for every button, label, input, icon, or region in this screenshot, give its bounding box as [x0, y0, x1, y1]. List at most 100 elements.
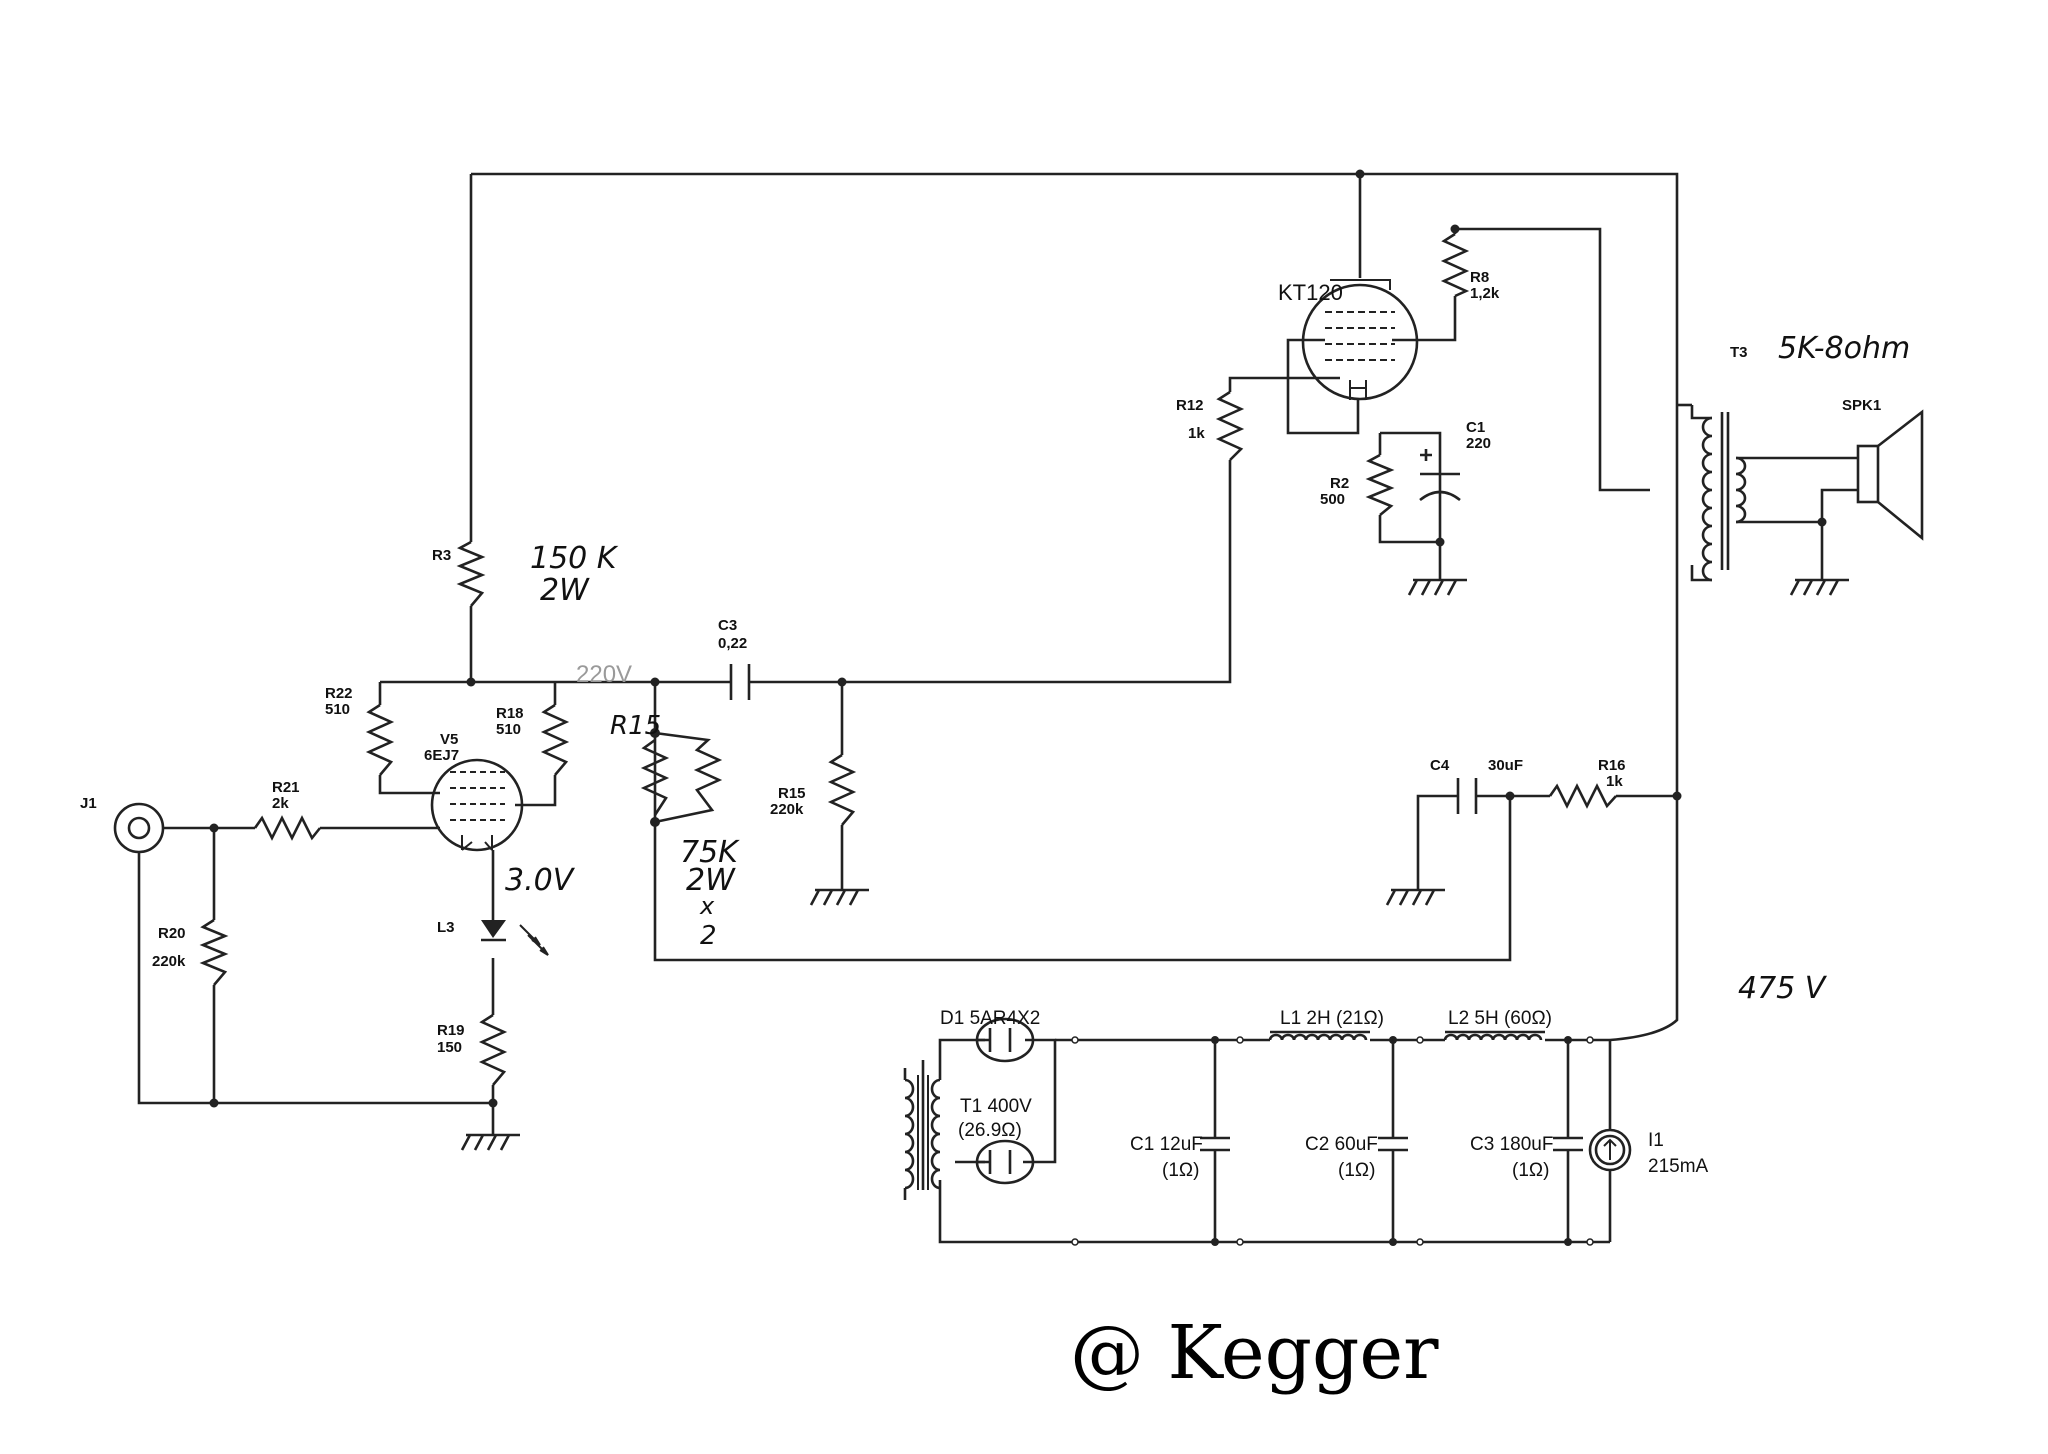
- secondary-wire: [1736, 456, 1858, 580]
- psu-i1-value: 215mA: [1648, 1156, 1709, 1177]
- op-primary-top: [1455, 227, 1650, 492]
- top-rail: [471, 172, 1679, 558]
- ground-speaker: [1789, 578, 1849, 596]
- r2-resistor: [1365, 453, 1395, 517]
- c3-to-grid: [749, 486, 1232, 684]
- ground-r15b: [809, 888, 869, 906]
- kt120-label: KT120: [1278, 280, 1343, 305]
- r15a2-resistor: [654, 731, 723, 824]
- j1-ground: [137, 852, 493, 1105]
- t1-secondary: [930, 1078, 941, 1190]
- r15b-value: 220k: [770, 801, 804, 818]
- t3-label: T3: [1730, 344, 1748, 361]
- l1-coil: [1268, 1030, 1370, 1041]
- r19-resistor: [478, 1013, 508, 1086]
- t1-wire: [921, 1038, 985, 1244]
- c4-value: 30uF: [1488, 757, 1523, 774]
- screen-wire: [1392, 229, 1457, 342]
- r18-resistor: [540, 703, 570, 776]
- r15-mult-n-hand: 2: [700, 921, 717, 951]
- rect-wire: [1023, 1038, 1057, 1164]
- t1-primary: [904, 1078, 915, 1190]
- c3-name: C3: [718, 617, 737, 634]
- l1-label: L1 2H (21Ω): [1280, 1008, 1384, 1029]
- cathode-out: [1286, 338, 1360, 435]
- ground-c4: [1385, 888, 1445, 906]
- r2-value: 500: [1320, 491, 1345, 508]
- v5-value: 6EJ7: [424, 747, 459, 764]
- v5-tube: [430, 758, 524, 852]
- psu-i1-name: I1: [1648, 1130, 1664, 1151]
- c1-value: 220: [1466, 435, 1491, 452]
- r3-value-hand: 150 K: [530, 541, 619, 576]
- r8-resistor: [1440, 232, 1470, 298]
- j1-label: J1: [80, 795, 97, 812]
- psu-c1: [1200, 1040, 1230, 1242]
- cathode-voltage-hand: 3.0V: [505, 863, 576, 898]
- d1-diodes: [975, 1017, 1035, 1185]
- c1-name: C1: [1466, 419, 1485, 436]
- c4-name: C4: [1430, 757, 1450, 774]
- r12-resistor: [1215, 390, 1245, 461]
- r15-mult-x-hand: x: [699, 892, 715, 920]
- r15-power-hand: 2W: [686, 863, 736, 898]
- r18-name: R18: [496, 705, 524, 722]
- kt120-tube: [1301, 279, 1419, 401]
- output-transformer: [1677, 403, 1747, 582]
- watermark: @ Kegger: [1070, 1310, 1439, 1396]
- r21-name: R21: [272, 779, 300, 796]
- r12-value: 1k: [1188, 425, 1205, 442]
- r3-power-hand: 2W: [540, 573, 590, 608]
- t1-res: (26.9Ω): [958, 1120, 1022, 1141]
- c3-capacitor: [729, 664, 751, 700]
- r20-value: 220k: [152, 953, 186, 970]
- c1-capacitor-curve: [1419, 490, 1461, 502]
- r8-name: R8: [1470, 269, 1489, 286]
- led-l3: [481, 920, 549, 956]
- primary-coil: [1701, 416, 1713, 582]
- r15b-resistor: [827, 753, 857, 826]
- r12-wire: [1228, 376, 1340, 486]
- r22-value: 510: [325, 701, 350, 718]
- r15-label-hand: R15: [610, 711, 661, 741]
- r16-name: R16: [1598, 757, 1626, 774]
- grounds: [460, 578, 1849, 1151]
- spk1-label: SPK1: [1842, 397, 1881, 414]
- r18-wire: [515, 682, 557, 807]
- junctions: [209, 169, 1827, 1108]
- psu-c2: [1378, 1040, 1408, 1242]
- r22-name: R22: [325, 685, 353, 702]
- wires: [137, 172, 1858, 1135]
- ground-output: [1407, 578, 1467, 596]
- plate-voltage: 220V: [576, 661, 632, 688]
- r16-resistor: [1548, 783, 1617, 809]
- r15a-resistor: [640, 738, 670, 816]
- r22-wire: [378, 682, 440, 795]
- d1-label: D1 5AR4X2: [940, 1008, 1040, 1029]
- labels: J1 R21 2k R20 220k R22 510 R18 510 V5 6E…: [80, 269, 1910, 1396]
- psu-c3-name: C3 180uF: [1470, 1134, 1553, 1155]
- c1-plus: [1420, 449, 1432, 461]
- capacitors: [729, 449, 1478, 814]
- psu-c3-esr: (1Ω): [1512, 1160, 1549, 1181]
- t1-name: T1 400V: [960, 1096, 1032, 1117]
- transformer-hand: 5K-8ohm: [1778, 331, 1910, 366]
- r12-name: R12: [1176, 397, 1204, 414]
- r2-name: R2: [1330, 475, 1349, 492]
- ground-cathode: [460, 1133, 520, 1151]
- c4-capacitor: [1456, 778, 1478, 814]
- r15b-name: R15: [778, 785, 806, 802]
- l2-coil: [1443, 1030, 1545, 1041]
- psu-c2-esr: (1Ω): [1338, 1160, 1375, 1181]
- l3-label: L3: [437, 919, 455, 936]
- r3-resistor: [456, 540, 486, 607]
- psu-c1-name: C1 12uF: [1130, 1134, 1203, 1155]
- speaker: [1856, 409, 1924, 541]
- psu-c3: [1553, 1040, 1583, 1242]
- r16-value: 1k: [1606, 773, 1623, 790]
- r20-name: R20: [158, 925, 186, 942]
- power-supply: [903, 1017, 1632, 1246]
- r19-name: R19: [437, 1022, 465, 1039]
